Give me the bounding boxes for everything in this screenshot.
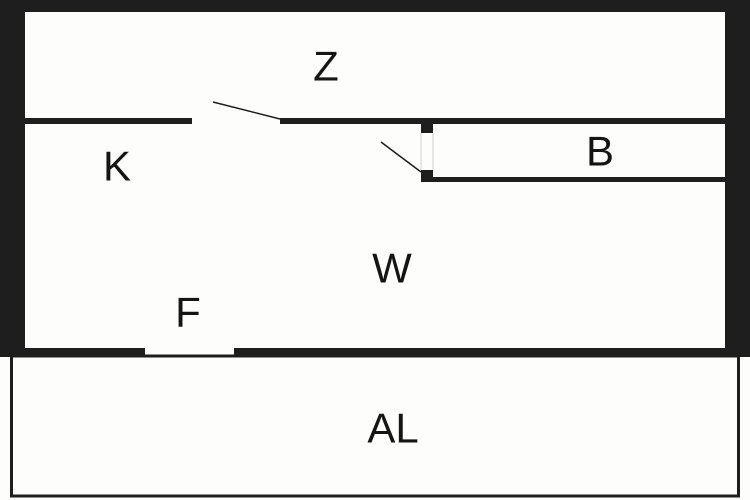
room-label-k: K <box>103 143 131 190</box>
wall-b-bottom <box>421 177 725 182</box>
wall-b-post-top <box>421 124 433 133</box>
door-gap-f <box>145 348 234 357</box>
wall-z-left <box>25 118 192 124</box>
room-label-z: Z <box>313 43 339 90</box>
room-label-w: W <box>372 245 412 292</box>
room-label-b: B <box>586 128 614 175</box>
door-b <box>380 141 422 173</box>
wall-w-bottom-left-cover <box>10 348 145 357</box>
wall-z-right <box>280 118 725 124</box>
wall-w-bottom-right-cover <box>234 348 740 357</box>
room-label-al: AL <box>367 405 418 452</box>
room-label-f: F <box>175 289 201 336</box>
door-z <box>212 101 281 120</box>
